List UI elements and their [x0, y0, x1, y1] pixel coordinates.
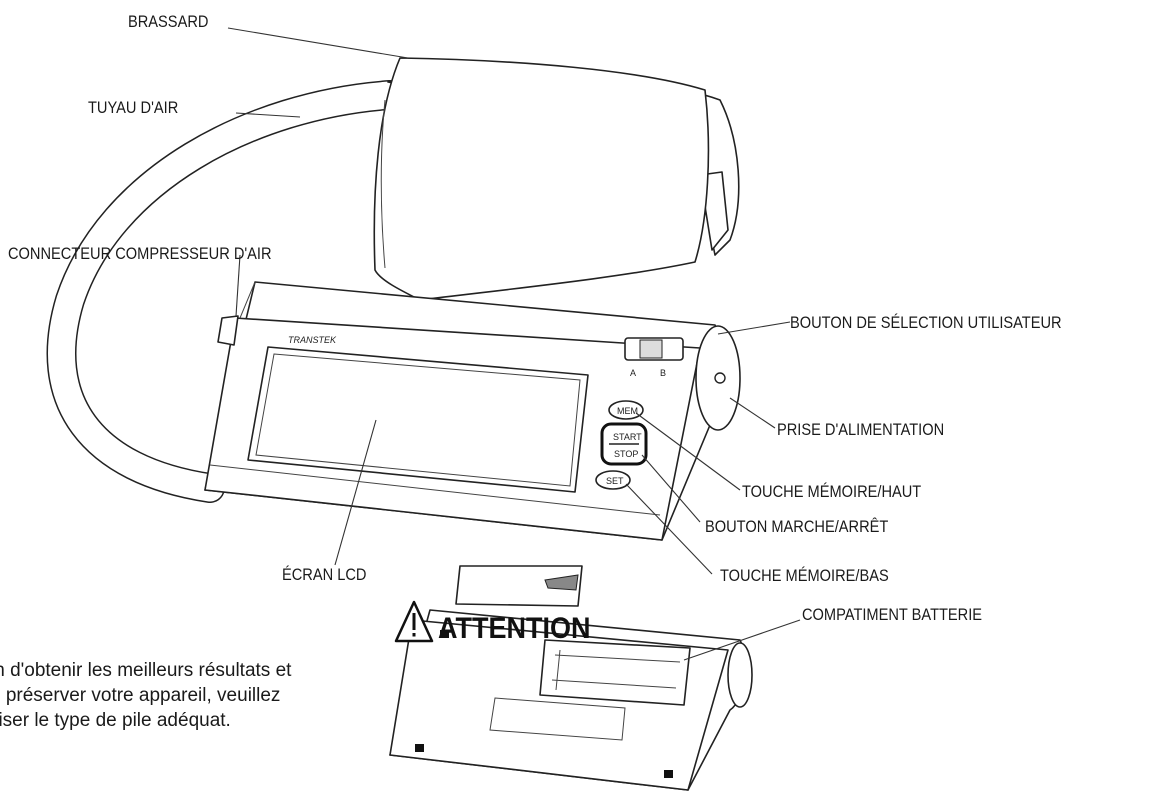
- mem-label: MEM: [617, 406, 638, 416]
- bottom-window: [489, 697, 626, 741]
- lcd-screen: [247, 346, 589, 493]
- warning-line-3: iliser le type de pile adéquat.: [0, 710, 231, 731]
- user-a-label: A: [630, 368, 636, 378]
- label-compartiment-batterie: COMPATIMENT BATTERIE: [802, 605, 983, 624]
- set-button[interactable]: [595, 470, 631, 490]
- brand-logo: TRANSTEK: [288, 335, 337, 345]
- label-memoire-haut: TOUCHE MÉMOIRE/HAUT: [742, 482, 922, 501]
- user-b-label: B: [660, 368, 666, 378]
- start-label: START: [613, 432, 642, 442]
- label-selection-utilisateur: BOUTON DE SÉLECTION UTILISATEUR: [790, 313, 1062, 332]
- label-marche-arret: BOUTON MARCHE/ARRÊT: [705, 517, 889, 536]
- mem-button[interactable]: [608, 400, 644, 420]
- label-brassard: BRASSARD: [128, 12, 209, 31]
- label-prise-alimentation: PRISE D'ALIMENTATION: [777, 420, 945, 439]
- set-label: SET: [606, 476, 624, 486]
- warning-line-2: e préserver votre appareil, veuillez: [0, 685, 281, 706]
- warning-title: ATTENTION: [438, 612, 591, 645]
- label-memoire-bas: TOUCHE MÉMOIRE/BAS: [720, 566, 889, 585]
- stop-label: STOP: [614, 449, 638, 459]
- battery-compartment: [539, 639, 691, 706]
- battery-cover: [455, 565, 583, 607]
- label-tuyau-air: TUYAU D'AIR: [88, 98, 179, 117]
- warning-line-1: in d'obtenir les meilleurs résultats et: [0, 660, 292, 681]
- cuff-body: [373, 57, 710, 301]
- label-connecteur: CONNECTEUR COMPRESSEUR D'AIR: [8, 244, 272, 263]
- air-connector: [217, 315, 239, 346]
- label-ecran-lcd: ÉCRAN LCD: [282, 565, 367, 584]
